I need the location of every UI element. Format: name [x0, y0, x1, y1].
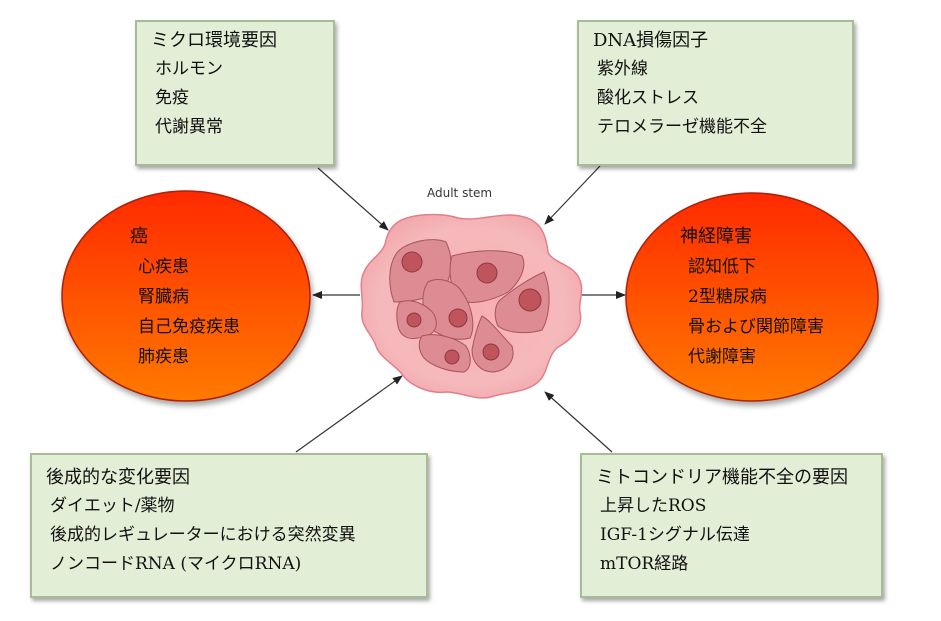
outcome-item: 肺疾患 — [138, 347, 189, 367]
box-item: 免疫 — [155, 88, 189, 108]
outcome-right-text: 神経障害 認知低下 2型糖尿病 骨および関節障害 代謝障害 — [680, 222, 824, 372]
box-item: mTOR経路 — [600, 554, 689, 574]
adult-stem-cell-cluster — [360, 213, 583, 399]
nucleus — [448, 308, 468, 328]
mitochondrial-factors-box: ミトコンドリア機能不全の要因 上昇したROS IGF-1シグナル伝達 mTOR経… — [580, 453, 883, 598]
arrow-mitochondrial-to-cell — [544, 391, 613, 453]
box-item: テロメラーゼ機能不全 — [597, 117, 767, 137]
arrow-microenvironment-to-cell — [317, 167, 389, 231]
outcome-item: 心疾患 — [138, 257, 189, 277]
microenvironment-factors-box: ミクロ環境要因 ホルモン 免疫 代謝異常 — [135, 20, 335, 166]
box-item: ノンコードRNA (マイクロRNA) — [50, 554, 302, 574]
outcome-item: 2型糖尿病 — [688, 287, 767, 307]
outcome-title: 癌 — [130, 226, 148, 247]
inner-cell — [418, 334, 471, 373]
nucleus — [482, 343, 500, 361]
nucleus — [401, 251, 423, 273]
box-title: ミクロ環境要因 — [151, 30, 277, 51]
nucleus — [444, 349, 460, 365]
box-item: ダイエット/薬物 — [50, 496, 175, 516]
outcome-item: 自己免疫疾患 — [138, 317, 240, 337]
box-item: ホルモン — [155, 59, 223, 79]
nucleus — [476, 262, 498, 284]
outcome-item: 代謝障害 — [688, 347, 756, 367]
box-title: ミトコンドリア機能不全の要因 — [596, 467, 848, 488]
box-item: 後成的レギュレーターにおける突然変異 — [50, 525, 356, 545]
outcome-item: 骨および関節障害 — [688, 317, 824, 337]
box-item: 代謝異常 — [155, 117, 223, 137]
arrow-epigenetic-to-cell — [295, 375, 403, 453]
outcome-left-text: 癌 心疾患 腎臓病 自己免疫疾患 肺疾患 — [130, 222, 240, 372]
box-title: DNA損傷因子 — [593, 30, 709, 51]
box-item: IGF-1シグナル伝達 — [600, 525, 750, 545]
epigenetic-factors-box: 後成的な変化要因 ダイエット/薬物 後成的レギュレーターにおける突然変異 ノンコ… — [30, 453, 428, 598]
adult-stem-label: Adult stem — [427, 186, 493, 200]
box-item: 酸化ストレス — [597, 88, 699, 108]
box-item: 紫外線 — [597, 59, 648, 79]
outcome-item: 腎臓病 — [138, 287, 189, 307]
outcome-title: 神経障害 — [680, 226, 752, 247]
arrow-dna-damage-to-cell — [544, 165, 601, 225]
outcome-ellipse-left — [61, 190, 311, 402]
box-item: 上昇したROS — [600, 496, 707, 516]
outcome-item: 認知低下 — [688, 257, 756, 277]
dna-damage-factors-box: DNA損傷因子 紫外線 酸化ストレス テロメラーゼ機能不全 — [577, 20, 854, 166]
nucleus — [518, 288, 542, 312]
nucleus — [406, 312, 422, 328]
box-title: 後成的な変化要因 — [46, 467, 190, 488]
outcome-ellipse-right — [625, 192, 879, 402]
